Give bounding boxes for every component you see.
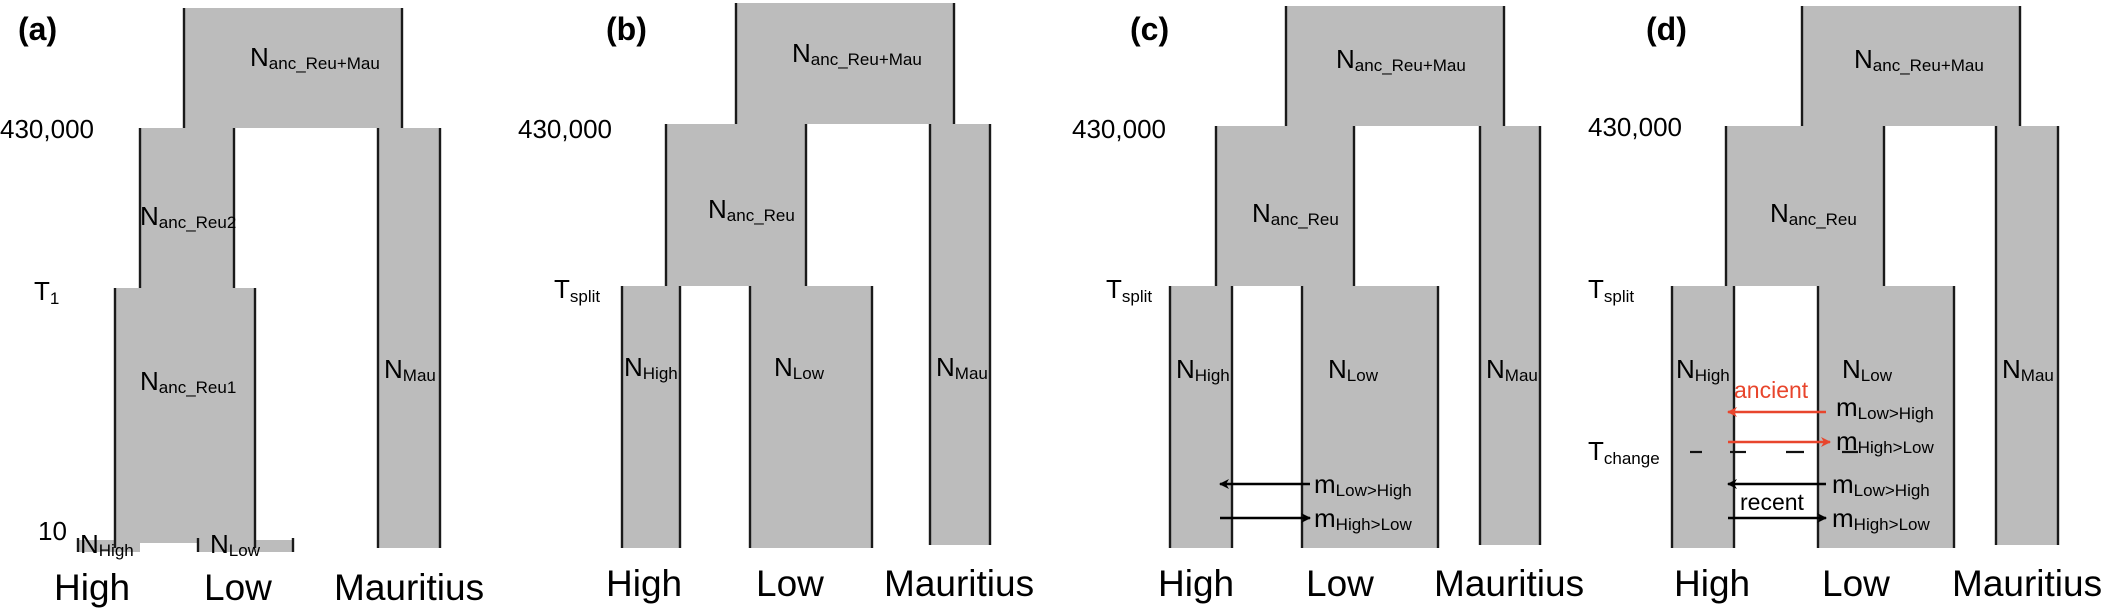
anc-reu-label: Nanc_Reu bbox=[1770, 198, 1857, 229]
n-high-label: NHigh bbox=[80, 529, 134, 560]
m-high-low-ancient-label: mHigh>Low bbox=[1836, 426, 1934, 457]
anc-reu2-label: Nanc_Reu2 bbox=[140, 201, 236, 232]
n-low-label: NLow bbox=[210, 529, 261, 560]
n-low-label: NLow bbox=[1842, 354, 1893, 385]
anc-reu-mau-label: Nanc_Reu+Mau bbox=[792, 38, 922, 69]
panel-c-tree bbox=[1168, 6, 1542, 548]
ancient-label: ancient bbox=[1734, 377, 1809, 403]
panel-c-label: (c) bbox=[1130, 11, 1169, 47]
x-label-low: Low bbox=[1822, 563, 1890, 604]
time-430000-label: 430,000 bbox=[1588, 112, 1682, 142]
x-label-high: High bbox=[54, 567, 130, 608]
time-430000-label: 430,000 bbox=[0, 114, 94, 144]
x-label-low: Low bbox=[204, 567, 272, 608]
n-low-label: NLow bbox=[774, 352, 825, 383]
mauritius-block bbox=[378, 128, 440, 548]
x-label-mauritius: Mauritius bbox=[1952, 563, 2102, 604]
panel-b-tree bbox=[620, 3, 992, 548]
x-label-low: Low bbox=[756, 563, 824, 604]
m-high-low-label: mHigh>Low bbox=[1314, 503, 1412, 534]
migration-arrows bbox=[1219, 479, 1311, 523]
panel-d-tree bbox=[1670, 6, 2060, 548]
panel-a: (a) 430,000 T1 10 Nanc_Reu+Mau Nanc_Reu2… bbox=[0, 8, 484, 608]
panel-a-tree bbox=[76, 8, 442, 552]
x-label-high: High bbox=[1674, 563, 1750, 604]
panel-a-label: (a) bbox=[18, 11, 57, 47]
time-tsplit-label: Tsplit bbox=[1106, 274, 1152, 306]
panel-c: (c) 430,000 Tsplit Nanc_Reu+Mau Nanc_Reu bbox=[1072, 6, 1584, 604]
anc-reu-mau-label: Nanc_Reu+Mau bbox=[250, 42, 380, 73]
time-430000-label: 430,000 bbox=[518, 114, 612, 144]
n-mau-label: NMau bbox=[936, 352, 988, 383]
x-label-low: Low bbox=[1306, 563, 1374, 604]
n-mau-label: NMau bbox=[1486, 354, 1538, 385]
anc-reu1-label: Nanc_Reu1 bbox=[140, 366, 236, 397]
x-label-mauritius: Mauritius bbox=[884, 563, 1034, 604]
panel-b: (b) 430,000 Tsplit Nanc_Reu+Mau Nanc_Reu… bbox=[518, 3, 1034, 604]
m-low-high-label: mLow>High bbox=[1314, 469, 1412, 500]
panel-d-label: (d) bbox=[1646, 11, 1687, 47]
anc-reu-label: Nanc_Reu bbox=[708, 194, 795, 225]
n-high-label: NHigh bbox=[1676, 354, 1730, 385]
low-tip-block bbox=[198, 540, 293, 552]
time-430000-label: 430,000 bbox=[1072, 114, 1166, 144]
n-mau-label: NMau bbox=[2002, 354, 2054, 385]
n-high-label: NHigh bbox=[1176, 354, 1230, 385]
panel-b-label: (b) bbox=[606, 11, 647, 47]
m-low-high-recent-label: mLow>High bbox=[1832, 469, 1930, 500]
anc-reu-label: Nanc_Reu bbox=[1252, 198, 1339, 229]
time-t1-label: T1 bbox=[34, 276, 59, 308]
time-tsplit-label: Tsplit bbox=[554, 274, 600, 306]
time-tchange-label: Tchange bbox=[1588, 436, 1660, 468]
migration-arrows bbox=[1727, 407, 1831, 523]
m-high-low-recent-label: mHigh>Low bbox=[1832, 503, 1930, 534]
x-label-high: High bbox=[606, 563, 682, 604]
m-low-high-ancient-label: mLow>High bbox=[1836, 392, 1934, 423]
anc-reu-mau-label: Nanc_Reu+Mau bbox=[1336, 44, 1466, 75]
anc-reu-mau-block bbox=[184, 8, 402, 128]
n-mau-label: NMau bbox=[384, 354, 436, 385]
anc-reu-mau-label: Nanc_Reu+Mau bbox=[1854, 44, 1984, 75]
time-10-label: 10 bbox=[38, 516, 67, 546]
high-tip-block bbox=[78, 540, 140, 552]
n-high-label: NHigh bbox=[624, 352, 678, 383]
time-tsplit-label: Tsplit bbox=[1588, 274, 1634, 306]
recent-label: recent bbox=[1740, 489, 1805, 515]
x-label-high: High bbox=[1158, 563, 1234, 604]
n-low-label: NLow bbox=[1328, 354, 1379, 385]
x-label-mauritius: Mauritius bbox=[334, 567, 484, 608]
x-label-mauritius: Mauritius bbox=[1434, 563, 1584, 604]
anc-reu2-block bbox=[140, 128, 234, 288]
anc-reu1-block bbox=[115, 288, 255, 543]
panel-d: (d) bbox=[1588, 6, 2102, 604]
